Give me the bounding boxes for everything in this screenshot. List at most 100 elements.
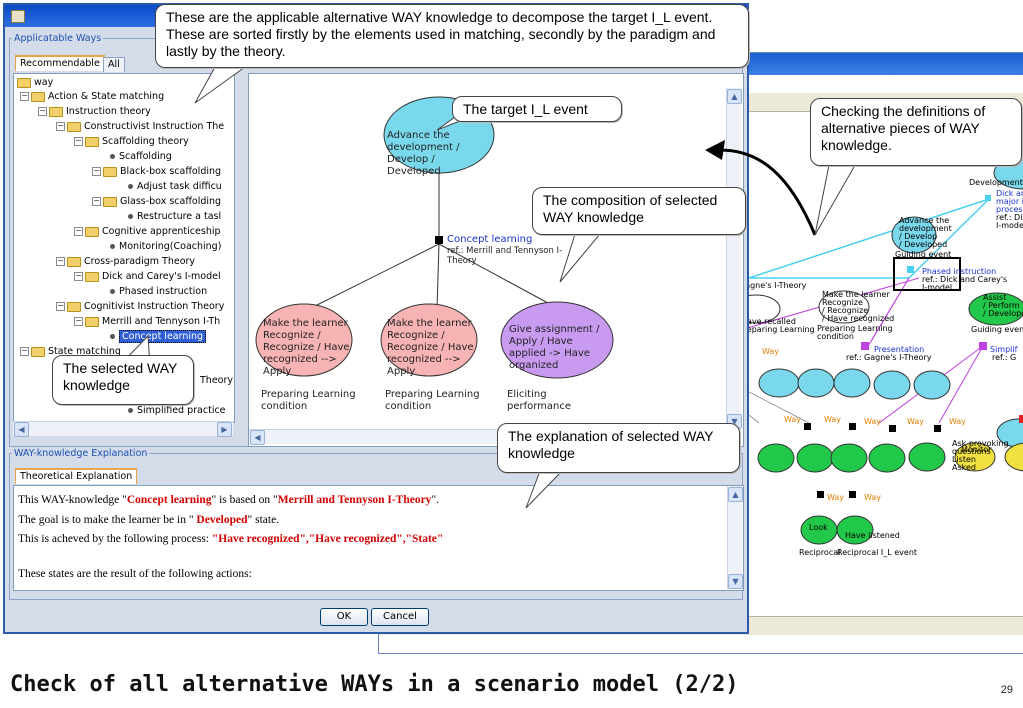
collapse-icon[interactable]: −: [92, 196, 101, 206]
collapse-icon[interactable]: −: [38, 106, 47, 116]
scroll-up-icon[interactable]: ▲: [728, 487, 743, 502]
bg-label: Reciprocal: [799, 548, 841, 557]
collapse-icon[interactable]: −: [20, 91, 29, 101]
bg-label: Advance the: [899, 216, 950, 225]
folder-icon: [67, 301, 81, 312]
bg-label: development: [899, 224, 952, 233]
bg-label: / Have recognized: [822, 314, 895, 323]
collapse-icon[interactable]: −: [56, 121, 65, 131]
scroll-left-icon[interactable]: ◀: [14, 422, 29, 437]
bg-label: Make the learner: [822, 290, 890, 299]
folder-icon: [49, 106, 63, 117]
callout-selected-way: The selected WAY knowledge: [52, 355, 194, 405]
page-number: 29: [1000, 684, 1013, 696]
leaf-bullet-icon: [128, 184, 133, 189]
tree-item[interactable]: −Cognitive apprenticeship: [74, 226, 221, 237]
way-label: Concept learning: [447, 234, 533, 245]
tab-theoretical-explanation[interactable]: Theoretical Explanation: [15, 468, 138, 484]
explanation-scrollbar[interactable]: ▲ ▼: [727, 486, 743, 589]
way-composition-canvas[interactable]: Advance the development / Develop / Deve…: [248, 73, 744, 447]
tree-item[interactable]: Simplified practice: [126, 404, 226, 417]
leaf-bullet-icon: [128, 408, 133, 413]
child-node-label[interactable]: Make the learner Recognize / Recognize /…: [387, 318, 474, 377]
child-node-label[interactable]: Give assignment / Apply / Have applied -…: [509, 324, 600, 371]
ok-button[interactable]: OK: [320, 608, 368, 626]
tree-item[interactable]: −Cognitivist Instruction Theory: [56, 301, 225, 312]
bg-label: Way: [949, 417, 967, 426]
leaf-bullet-icon: [110, 334, 115, 339]
bg-label: Preparing Learning: [817, 324, 893, 333]
tree-item[interactable]: Monitoring(Coaching): [108, 240, 221, 253]
tree-item[interactable]: −Action & State matching: [20, 91, 165, 102]
canvas-vertical-scrollbar[interactable]: ▲ ▼: [726, 88, 742, 429]
leaf-bullet-icon: [110, 154, 115, 159]
bg-label: Way: [762, 347, 780, 356]
explanation-text-area[interactable]: This WAY-knowledge "Concept learning" is…: [13, 485, 744, 591]
target-node-label[interactable]: Advance the development / Develop / Deve…: [387, 130, 460, 177]
tree-item[interactable]: Restructure a tasl: [126, 210, 221, 223]
scroll-right-icon[interactable]: ▶: [217, 422, 232, 437]
collapse-icon[interactable]: −: [74, 316, 83, 326]
bg-label: Gagne's I-Theory: [739, 281, 807, 290]
bg-label: I-mode: [996, 221, 1023, 230]
folder-icon: [31, 91, 45, 102]
tree-item[interactable]: −State matching: [20, 346, 121, 357]
bg-label: Presentation: [874, 345, 925, 354]
callout-composition: The composition of selected WAY knowledg…: [532, 187, 746, 235]
tree-item[interactable]: Phased instruction: [108, 285, 207, 298]
folder-icon: [67, 121, 81, 132]
collapse-icon[interactable]: −: [74, 136, 83, 146]
tree-item[interactable]: −Dick and Carey's I-model: [74, 271, 221, 282]
bg-label: Monitor: [961, 445, 992, 454]
tree-item[interactable]: −Cross-paradigm Theory: [56, 256, 196, 267]
collapse-icon[interactable]: −: [92, 166, 101, 176]
callout-applicable-ways: These are the applicable alternative WAY…: [155, 4, 749, 68]
slide-title: Check of all alternative WAYs in a scena…: [10, 672, 739, 697]
scroll-left-icon[interactable]: ◀: [250, 430, 265, 445]
bg-label: Have listened: [845, 531, 900, 540]
folder-icon: [31, 346, 45, 357]
bg-label: Way: [827, 493, 845, 502]
child-node-label[interactable]: Make the learner Recognize / Recognize /…: [263, 318, 350, 377]
scroll-down-icon[interactable]: ▼: [728, 574, 743, 589]
bg-label: Assist: [983, 293, 1007, 302]
collapse-icon[interactable]: −: [74, 271, 83, 281]
tree-item-selected[interactable]: Concept learning: [108, 330, 207, 343]
tab-all[interactable]: All: [103, 57, 125, 72]
selected-concept-learning[interactable]: Concept learning: [119, 330, 207, 343]
bg-label: Guiding event: [971, 325, 1023, 334]
tree-horizontal-scrollbar[interactable]: ◀ ▶: [13, 421, 233, 437]
scroll-up-icon[interactable]: ▲: [727, 89, 742, 104]
tree-item[interactable]: way: [17, 76, 53, 89]
tree-item[interactable]: −Constructivist Instruction The: [56, 121, 225, 132]
bg-label: I-model: [922, 283, 953, 292]
bg-label: Recognize: [822, 298, 863, 307]
tree-item[interactable]: −Scaffolding theory: [74, 136, 189, 147]
collapse-icon[interactable]: −: [74, 226, 83, 236]
tree-item[interactable]: −Black-box scaffolding: [92, 166, 222, 177]
composition-links: [255, 96, 614, 379]
bg-label: condition: [817, 332, 854, 341]
child-caption: Eliciting performance: [507, 389, 572, 412]
tree-item[interactable]: Scaffolding: [108, 150, 172, 163]
applicable-ways-dialog: Applicatable Ways Recommendable All way …: [3, 3, 749, 634]
tree-item[interactable]: −Merrill and Tennyson I-Th: [74, 316, 221, 327]
explanation-line: These states are the result of the follo…: [18, 568, 252, 580]
collapse-icon[interactable]: −: [56, 301, 65, 311]
way-ref: ref.: Merrill and Tennyson I-Theory: [447, 246, 563, 266]
cancel-button[interactable]: Cancel: [371, 608, 429, 626]
bg-label: proces: [996, 205, 1023, 214]
bg-label: ref.: Gagne's I-Theory: [846, 353, 932, 362]
tree-item[interactable]: −Instruction theory: [38, 106, 151, 117]
collapse-icon[interactable]: −: [20, 346, 29, 356]
tree-item[interactable]: Theory: [200, 375, 234, 386]
collapse-icon[interactable]: −: [56, 256, 65, 266]
bg-label: Way: [907, 417, 925, 426]
callout-checking-definitions: Checking the definitions of alternative …: [810, 98, 1022, 166]
tree-item[interactable]: −Glass-box scaffolding: [92, 196, 222, 207]
app-icon: [11, 10, 25, 23]
tree-item[interactable]: Adjust task difficu: [126, 180, 222, 193]
bg-label: Way: [784, 415, 802, 424]
bg-label: / Develop: [899, 232, 938, 241]
tab-recommendable[interactable]: Recommendable: [15, 55, 105, 71]
